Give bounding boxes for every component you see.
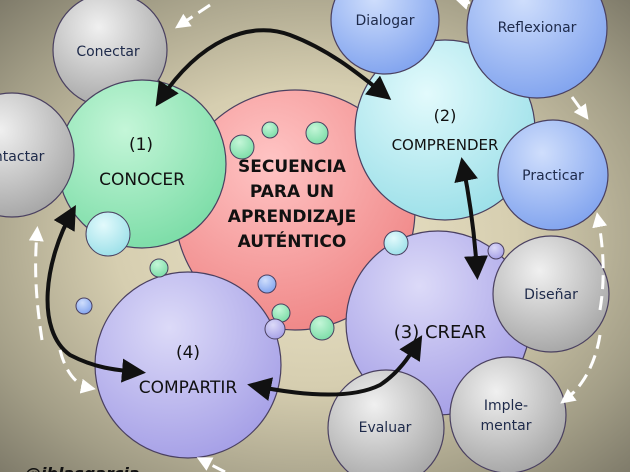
dialogar-label: Dialogar	[356, 13, 415, 29]
bubble	[85, 211, 131, 257]
crear-label: (3) CREAR	[394, 322, 487, 343]
contactar-label: Contactar	[0, 149, 45, 165]
bubble	[309, 315, 335, 341]
implementar-label: Imple-	[484, 398, 528, 414]
disenar-circle	[492, 235, 610, 353]
bubble	[229, 134, 255, 160]
cycle-arrow	[28, 226, 44, 341]
compartir-number: (4)	[176, 343, 200, 363]
center-title-line: APRENDIZAJE	[228, 207, 356, 227]
arrow-conocer-comprender	[155, 28, 392, 107]
cycle-arrow	[58, 349, 96, 394]
bubble	[487, 242, 505, 260]
implementar-circle	[449, 356, 567, 472]
comprender-label: COMPRENDER	[392, 136, 499, 154]
contactar-circle	[0, 92, 75, 218]
bubble	[261, 121, 279, 139]
bubble	[149, 258, 169, 278]
practicar-label: Practicar	[522, 168, 584, 184]
implementar-label: mentar	[481, 418, 532, 434]
dialogar-circle	[330, 0, 440, 75]
cycle-arrow	[196, 457, 226, 472]
evaluar-label: Evaluar	[359, 420, 412, 436]
conocer-label: CONOCER	[99, 170, 185, 190]
cycle-arrow	[560, 334, 602, 404]
compartir-circle	[94, 271, 282, 459]
reflexionar-circle	[466, 0, 608, 99]
center-title-line: SECUENCIA	[238, 157, 347, 177]
compartir-label: COMPARTIR	[139, 378, 238, 398]
author-credit: @jblasgarcia	[25, 464, 140, 472]
arrow-comprender-crear	[454, 157, 488, 280]
bubble	[264, 318, 286, 340]
arrow-compartir-crear	[247, 335, 423, 401]
bubble	[257, 274, 277, 294]
conocer-number: (1)	[129, 135, 153, 155]
reflexionar-label: Reflexionar	[498, 20, 577, 36]
arrow-conocer-compartir	[45, 205, 146, 383]
disenar-label: Diseñar	[524, 287, 578, 303]
bubble	[305, 121, 329, 145]
practicar-circle	[497, 119, 609, 231]
comprender-number: (2)	[434, 106, 457, 125]
center-title-line: PARA UN	[250, 182, 334, 202]
bubble	[75, 297, 93, 315]
cycle-arrow	[592, 212, 608, 311]
cycle-arrow	[570, 96, 589, 120]
bubble	[383, 230, 409, 256]
conectar-label: Conectar	[76, 44, 140, 60]
cycle-arrow	[175, 3, 211, 29]
conocer-circle	[57, 79, 227, 249]
cycle-arrow	[454, 0, 471, 10]
center-title-line: AUTÉNTICO	[238, 230, 347, 252]
